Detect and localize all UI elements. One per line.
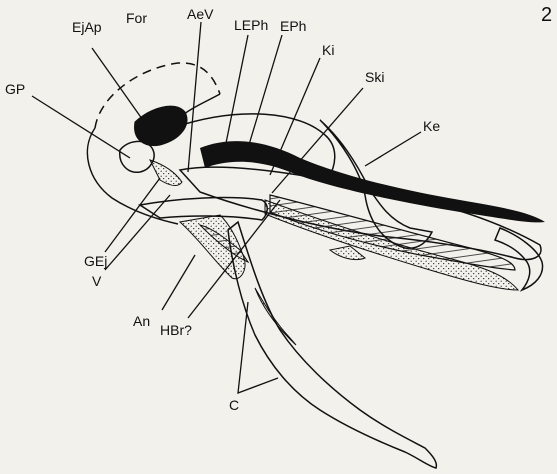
label-eph: EPh	[280, 18, 306, 34]
label-ki: Ki	[322, 42, 334, 58]
label-for: For	[126, 10, 147, 26]
label-v: V	[92, 273, 102, 289]
label-aev: AeV	[187, 6, 214, 22]
label-ejap: EjAp	[72, 19, 102, 35]
label-leph: LEPh	[234, 17, 268, 33]
label-an: An	[133, 313, 150, 329]
label-gp: GP	[5, 81, 25, 97]
figure-number: 2	[541, 4, 552, 26]
label-ke: Ke	[423, 118, 440, 134]
label-ski: Ski	[365, 69, 384, 85]
label-gej: GEj	[84, 253, 107, 269]
label-hbr: HBr?	[160, 322, 192, 338]
label-c: C	[229, 397, 239, 413]
